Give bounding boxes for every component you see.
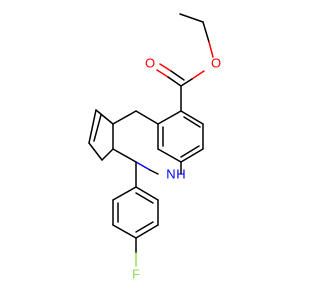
bond-nh-to-ring-blue — [135, 161, 151, 171]
bond-benzene-ring-junction — [135, 110, 159, 125]
bond-benzene-1 — [180, 110, 204, 125]
bond-aryl-3 — [112, 224, 137, 239]
bond-cyclopentene-1 — [95, 109, 114, 125]
molecule-canvas: O O N H F — [88, 13, 222, 282]
bond-ester-o-carbonyl-c — [180, 78, 193, 87]
atom-f-fluoro: F — [132, 266, 140, 281]
bond-aryl-4-inner — [135, 221, 154, 233]
bond-carbonyl-double-2 — [170, 70, 185, 81]
bond-junction-ring-1 — [112, 110, 137, 125]
bond-ester-o-carbonyl-c-red — [191, 70, 205, 80]
bond-cyclopentene-2 — [88, 109, 97, 144]
bond-aryl-4 — [135, 224, 159, 239]
bond-ethyl-ch2-o — [202, 21, 210, 43]
bond-aryl-1 — [112, 186, 137, 201]
atom-o-carbonyl: O — [145, 55, 155, 70]
bond-ethyl-ch3-ch2 — [179, 13, 204, 23]
molecule-structure: O O N H F — [88, 13, 221, 281]
bond-carbonyl-double-1-red — [156, 69, 169, 78]
bond-benzene-3-inner — [180, 145, 200, 158]
bond-cyclopentene-3 — [88, 142, 103, 161]
bond-benzene-6 — [157, 110, 182, 125]
bond-benzene-3 — [180, 148, 204, 163]
bond-cyclopentene-4 — [101, 148, 114, 161]
atom-n-amine: N — [166, 166, 175, 181]
bond-junction-ring-3 — [112, 148, 137, 163]
bond-ethyl-ch2-o-red — [208, 41, 214, 58]
bond-cyclopentene-2-inner — [93, 114, 102, 142]
bond-benzene-1-inner — [183, 116, 201, 128]
bond-carbonyl-double-2-red — [159, 63, 172, 72]
bond-aryl-6 — [135, 186, 159, 201]
bond-benzene-4 — [157, 148, 182, 163]
bond-carbonyl-double-1 — [167, 76, 182, 87]
bond-ch-to-nh — [149, 169, 159, 175]
bond-aryl-6-inner — [135, 192, 154, 204]
atom-h-amine: H — [176, 166, 185, 181]
atom-o-ester: O — [211, 55, 221, 70]
